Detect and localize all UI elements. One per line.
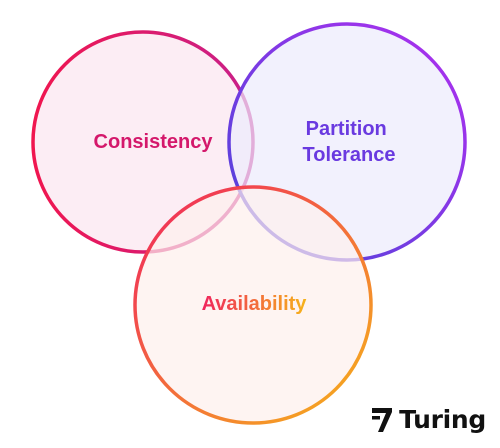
turing-logo-text: Turing xyxy=(399,405,486,434)
partition-label-line-1: Partition xyxy=(306,118,387,140)
partition-label-line-2: Tolerance xyxy=(303,144,396,166)
consistency-label: Consistency xyxy=(94,131,214,153)
availability-circle xyxy=(133,185,373,425)
turing-logo: Turing xyxy=(371,405,486,434)
availability-label: Availability xyxy=(202,293,308,315)
partition-tolerance-label: Partition Tolerance xyxy=(303,118,396,166)
turing-logo-icon xyxy=(372,407,393,432)
